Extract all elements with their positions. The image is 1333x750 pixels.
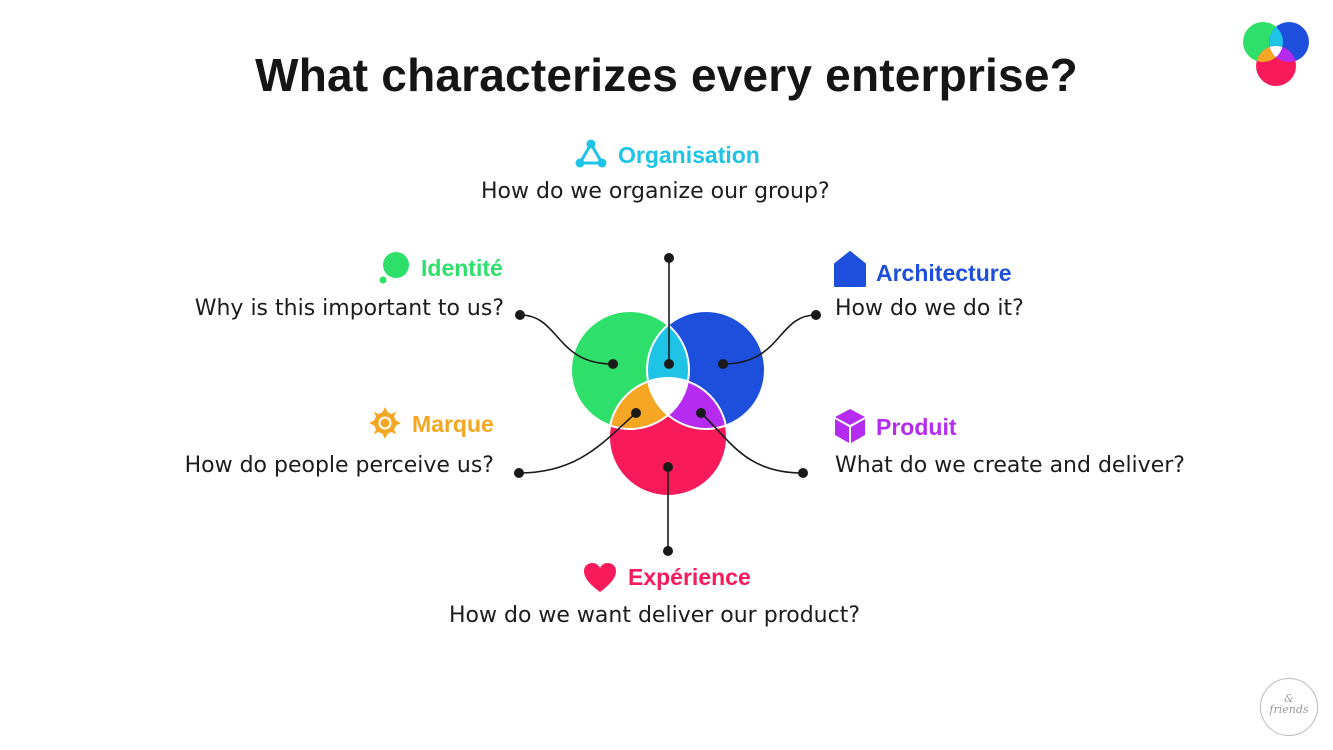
question-produit: What do we create and deliver? — [835, 453, 1185, 478]
connector-identite — [519, 314, 614, 365]
question-architecture: How do we do it? — [835, 296, 1024, 321]
connector-dots — [514, 253, 821, 556]
label-architecture: Architecture — [876, 260, 1012, 286]
cube-icon — [835, 409, 865, 443]
venn-circles — [571, 311, 765, 496]
label-organisation: Organisation — [618, 142, 760, 168]
sun-icon — [369, 407, 401, 439]
overlap-produit — [647, 378, 727, 429]
connector-produit — [700, 412, 804, 474]
venn-logo — [1243, 22, 1309, 86]
label-marque: Marque — [412, 411, 494, 437]
heart-icon — [584, 563, 616, 592]
question-organisation: How do we organize our group? — [481, 179, 830, 204]
question-identite: Why is this important to us? — [194, 296, 504, 321]
overlap-marque — [609, 378, 689, 429]
question-experience: How do we want deliver our product? — [449, 603, 861, 628]
page-title: What characterizes every enterprise? — [255, 49, 1078, 101]
house-icon — [834, 251, 866, 287]
connector-architecture — [722, 314, 817, 365]
triangle-nodes-icon — [575, 139, 607, 168]
question-marque: How do people perceive us? — [184, 453, 494, 478]
label-experience: Expérience — [628, 564, 751, 590]
friends-badge-word: friends — [1269, 703, 1309, 716]
friends-badge-amp: & — [1284, 692, 1294, 705]
connectors — [518, 258, 817, 551]
friends-badge: & friends — [1260, 678, 1318, 736]
speech-bubble-icon — [379, 252, 409, 284]
label-produit: Produit — [876, 414, 957, 440]
connector-marque — [518, 412, 637, 474]
label-identite: Identité — [421, 255, 503, 281]
